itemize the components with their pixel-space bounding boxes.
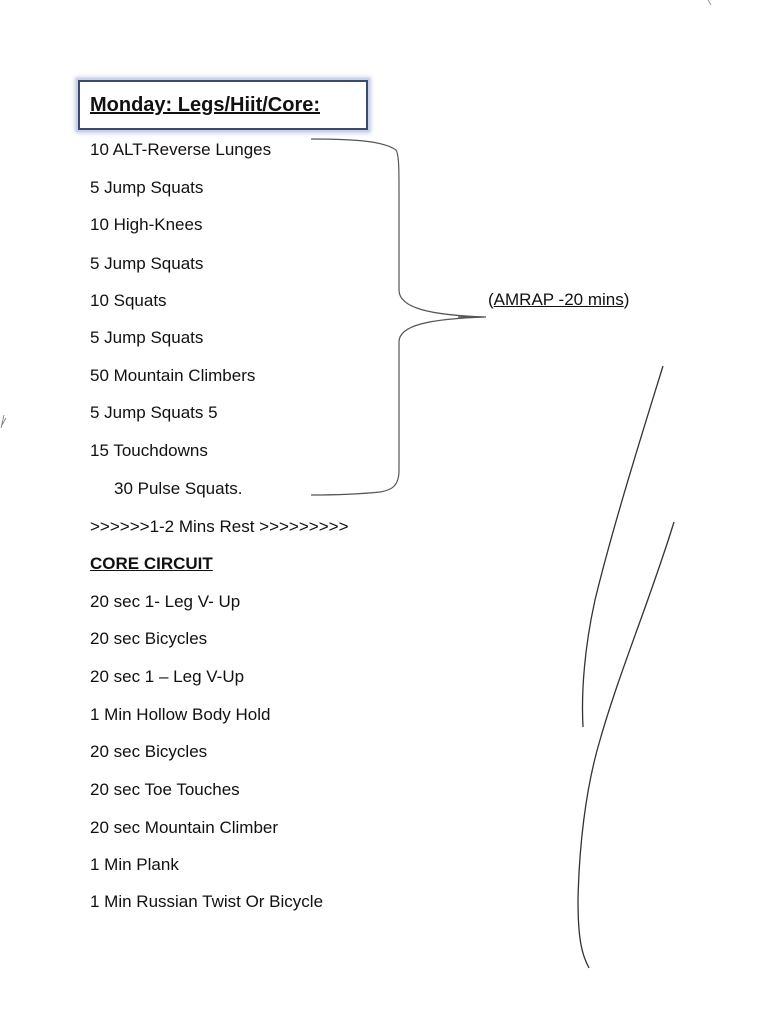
core-line: 20 sec 1- Leg V- Up (90, 592, 241, 611)
core-circuit-heading: CORE CIRCUIT (90, 554, 213, 573)
rest-line: >>>>>>1-2 Mins Rest >>>>>>>>> (90, 517, 349, 536)
pen-stroke (581, 365, 664, 728)
core-line: 20 sec 1 – Leg V-Up (90, 667, 245, 686)
exercise-line: 15 Touchdowns (90, 441, 208, 460)
core-line: 20 sec Mountain Climber (90, 818, 279, 837)
exercise-line: 10 ALT-Reverse Lunges (90, 140, 272, 159)
pen-stroke (0, 414, 7, 429)
exercise-line: 5 Jump Squats 5 (90, 403, 218, 422)
exercise-line: 5 Jump Squats (90, 178, 204, 197)
core-line: 1 Min Russian Twist Or Bicycle (90, 892, 324, 911)
amrap-label: (AMRAP -20 mins) (488, 290, 630, 309)
core-line: 20 sec Toe Touches (90, 780, 240, 799)
exercise-line: 5 Jump Squats (90, 328, 204, 347)
core-line: 1 Min Plank (90, 855, 179, 874)
pen-stroke (707, 0, 712, 6)
exercise-line: 5 Jump Squats (90, 254, 204, 273)
core-line: 20 sec Bicycles (90, 629, 208, 648)
pen-stroke (577, 521, 675, 969)
core-line: 20 sec Bicycles (90, 742, 208, 761)
page-title: Monday: Legs/Hiit/Core: (90, 94, 321, 116)
title-box (78, 80, 368, 130)
exercise-line: 10 Squats (90, 291, 167, 310)
core-line: 1 Min Hollow Body Hold (90, 705, 271, 724)
exercise-line: 10 High-Knees (90, 215, 203, 234)
exercise-line: 50 Mountain Climbers (90, 366, 256, 385)
exercise-line: 30 Pulse Squats. (114, 479, 243, 498)
